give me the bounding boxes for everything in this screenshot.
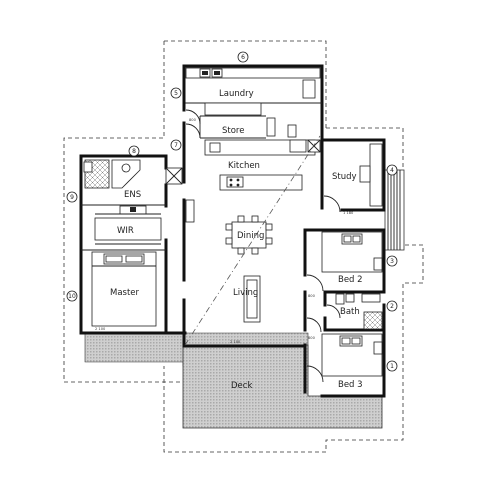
section-line — [184, 135, 321, 346]
room-living: Living — [233, 288, 258, 298]
zone-marker-8: 8 — [128, 145, 140, 157]
room-deck: Deck — [231, 381, 252, 391]
svg-text:10: 10 — [68, 293, 76, 300]
svg-text:1 180: 1 180 — [343, 211, 354, 215]
kitchen-fixtures — [185, 139, 321, 223]
room-bed3: Bed 3 — [338, 380, 363, 390]
room-dining: Dining — [237, 231, 264, 241]
wir-fixtures — [94, 213, 162, 245]
bath-fixtures — [326, 293, 383, 330]
study-deck-slats — [387, 170, 401, 250]
room-bath: Bath — [340, 307, 360, 317]
zone-marker-1: 1 — [386, 360, 398, 372]
dining-table — [225, 215, 273, 255]
room-study: Study — [332, 172, 357, 182]
zone-marker-9: 9 — [66, 191, 78, 203]
svg-text:3: 3 — [390, 258, 394, 265]
svg-text:2 100: 2 100 — [95, 327, 106, 331]
svg-text:9: 9 — [70, 194, 74, 201]
svg-text:2 100: 2 100 — [230, 340, 241, 344]
laundry-fixtures — [185, 67, 321, 125]
store-fixtures — [185, 117, 297, 139]
zone-markers: 6 5 7 8 9 10 4 3 — [66, 51, 398, 372]
study-fixtures — [323, 143, 383, 213]
room-wir: WIR — [117, 226, 134, 236]
svg-text:800: 800 — [189, 118, 197, 122]
svg-text:7: 7 — [174, 142, 178, 149]
svg-text:5: 5 — [174, 90, 178, 97]
svg-text:4: 4 — [390, 167, 394, 174]
bed2-fixtures — [306, 231, 383, 292]
zone-marker-5: 5 — [170, 87, 182, 99]
room-store: Store — [222, 126, 244, 136]
room-labels: Laundry Store Kitchen Study ENS WIR Dini… — [110, 89, 363, 391]
ensuite-fixtures — [83, 159, 183, 215]
zone-marker-10: 10 — [66, 290, 78, 302]
svg-text:1: 1 — [390, 363, 394, 370]
svg-text:800: 800 — [308, 336, 316, 340]
annotations: 800 1 180 800 800 2 100 2 100 — [95, 118, 354, 344]
room-laundry: Laundry — [219, 89, 254, 99]
svg-text:2: 2 — [390, 303, 394, 310]
zone-marker-3: 3 — [386, 255, 398, 267]
zone-marker-6: 6 — [237, 51, 249, 63]
room-bed2: Bed 2 — [338, 275, 363, 285]
master-bed — [91, 251, 157, 327]
room-kitchen: Kitchen — [228, 161, 260, 171]
zone-marker-2: 2 — [386, 300, 398, 312]
svg-text:800: 800 — [308, 294, 316, 298]
svg-text:6: 6 — [241, 54, 245, 61]
bed3-fixtures — [306, 317, 383, 383]
living-furniture — [243, 275, 261, 323]
deck-area — [84, 169, 405, 429]
zone-marker-7: 7 — [170, 139, 182, 151]
zone-marker-4: 4 — [386, 164, 398, 176]
room-master: Master — [110, 288, 140, 298]
svg-text:8: 8 — [132, 148, 136, 155]
room-ens: ENS — [124, 190, 141, 200]
